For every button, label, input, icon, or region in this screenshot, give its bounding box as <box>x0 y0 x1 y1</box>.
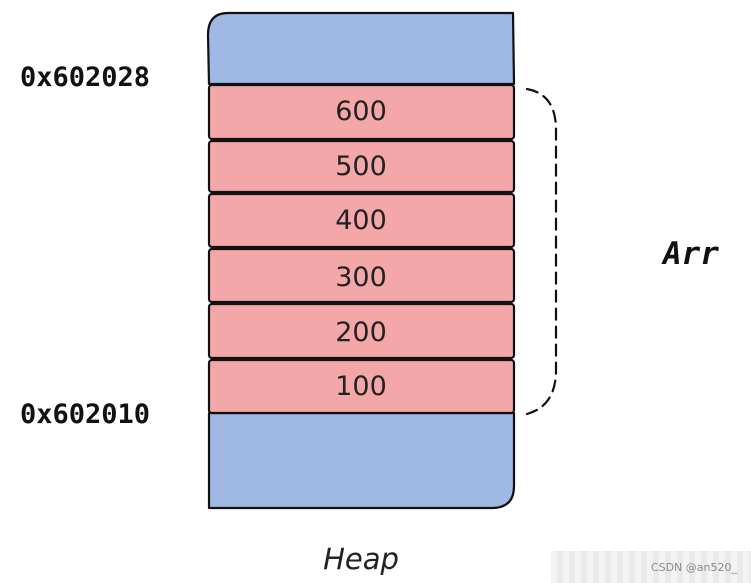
array-cell-value: 300 <box>335 262 387 293</box>
array-cells: 600 500 400 300 200 100 <box>207 83 516 415</box>
heap-region-bottom <box>207 411 516 510</box>
top-address-label: 0x602028 <box>20 62 150 93</box>
heap-label: Heap <box>323 542 399 576</box>
array-cell <box>207 358 516 415</box>
array-cell-value: 600 <box>335 96 387 127</box>
array-cell-value: 500 <box>335 151 387 182</box>
array-cell <box>207 302 516 360</box>
array-cell <box>207 83 516 141</box>
heap-region-top <box>206 11 516 86</box>
array-cell-value: 100 <box>335 371 387 402</box>
array-cell-value: 400 <box>335 205 387 236</box>
watermark-text: CSDN @an520_ <box>650 561 737 574</box>
array-cell <box>207 192 516 249</box>
watermark-background <box>551 551 751 583</box>
array-brace <box>525 87 558 416</box>
bottom-address-label: 0x602010 <box>20 399 150 430</box>
array-cell <box>207 139 516 194</box>
array-cell-value: 200 <box>335 317 387 348</box>
array-cell <box>207 247 516 304</box>
array-label: Arr <box>661 236 719 272</box>
